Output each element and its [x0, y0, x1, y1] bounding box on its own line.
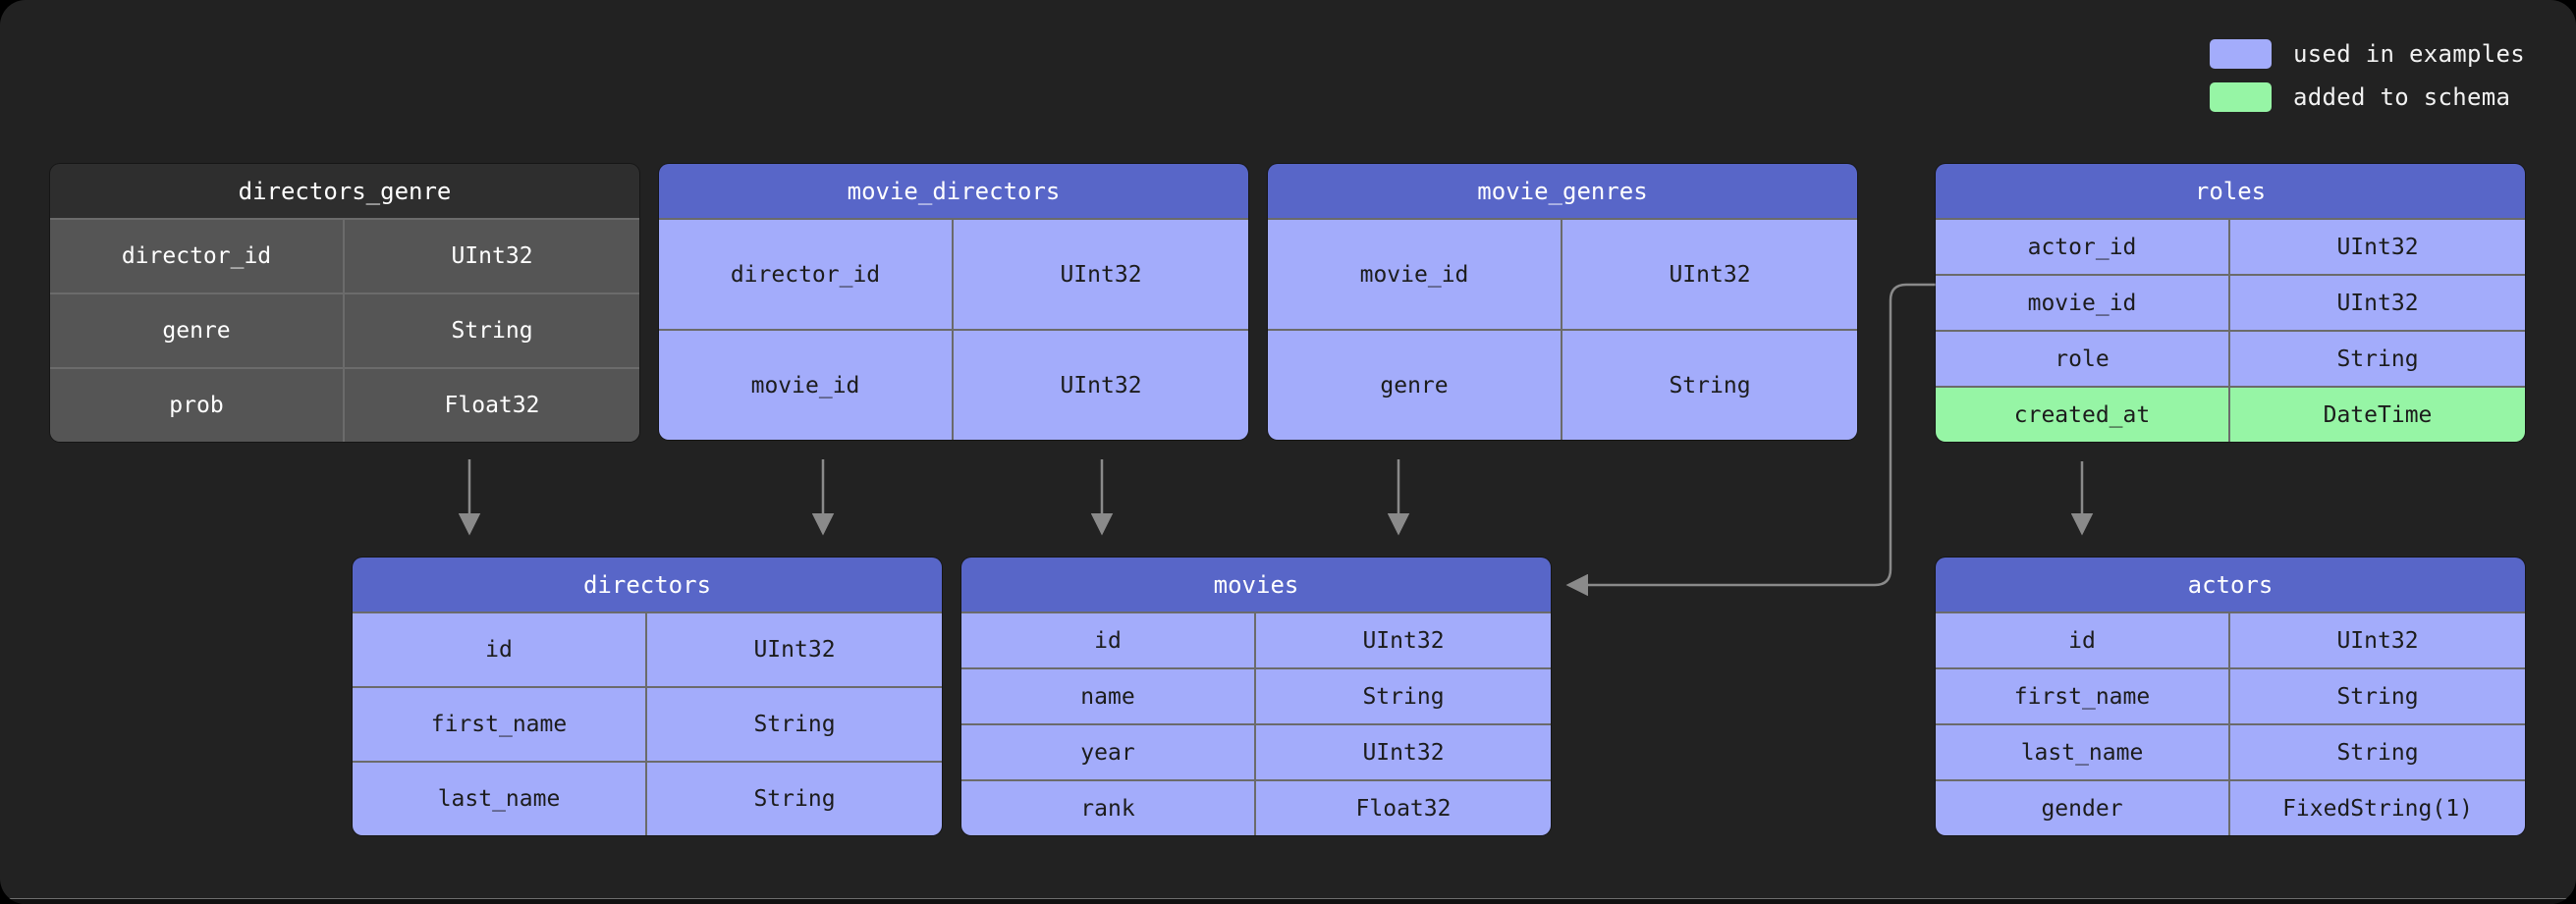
table-row[interactable]: last_name String — [353, 761, 942, 835]
table-row[interactable]: first_name String — [353, 686, 942, 761]
column-type-cell: String — [2336, 739, 2419, 766]
column-name-cell: director_id — [659, 220, 954, 329]
legend-item-added-to-schema: added to schema — [2210, 82, 2510, 112]
column-type-cell: UInt32 — [451, 243, 533, 269]
column-type-cell: String — [451, 318, 533, 344]
table-row[interactable]: genre String — [50, 292, 639, 367]
column-name-cell: movie_id — [1936, 276, 2230, 330]
table-row[interactable]: gender FixedString(1) — [1936, 779, 2525, 835]
column-type-cell: String — [753, 712, 836, 737]
table-row[interactable]: id UInt32 — [961, 612, 1551, 667]
column-type-cell: DateTime — [2323, 401, 2433, 428]
column-type-cell: UInt32 — [1060, 372, 1142, 399]
column-name-cell: year — [961, 725, 1256, 779]
column-name-cell: role — [1936, 332, 2230, 386]
column-name-cell: last_name — [1936, 725, 2230, 779]
column-type-cell: UInt32 — [1060, 261, 1142, 288]
column-type-cell: String — [1669, 372, 1751, 399]
table-row[interactable]: id UInt32 — [1936, 612, 2525, 667]
table-row[interactable]: actor_id UInt32 — [1936, 218, 2525, 274]
column-name-cell: last_name — [353, 763, 647, 835]
legend-label-used-in-examples: used in examples — [2293, 40, 2525, 68]
table-row[interactable]: director_id UInt32 — [50, 218, 639, 292]
column-name-cell: name — [961, 669, 1256, 723]
column-name-cell: first_name — [1936, 669, 2230, 723]
column-type-cell: UInt32 — [2336, 290, 2419, 316]
table-row[interactable]: created_at DateTime — [1936, 386, 2525, 442]
table-row[interactable]: role String — [1936, 330, 2525, 386]
table-header-movies: movies — [961, 558, 1551, 612]
table-row[interactable]: last_name String — [1936, 723, 2525, 779]
column-name-cell: rank — [961, 781, 1256, 835]
column-name-cell: id — [1936, 613, 2230, 667]
table-header-actors: actors — [1936, 558, 2525, 612]
column-name-cell: first_name — [353, 688, 647, 761]
column-name-cell: id — [961, 613, 1256, 667]
table-row[interactable]: movie_id UInt32 — [1268, 218, 1857, 329]
table-row[interactable]: first_name String — [1936, 667, 2525, 723]
column-type-cell: UInt32 — [753, 637, 836, 663]
table-row[interactable]: rank Float32 — [961, 779, 1551, 835]
column-type-cell: String — [2336, 683, 2419, 710]
table-row[interactable]: genre String — [1268, 329, 1857, 440]
legend-item-used-in-examples: used in examples — [2210, 39, 2525, 69]
column-name-cell: gender — [1936, 781, 2230, 835]
column-type-cell: UInt32 — [1669, 261, 1751, 288]
column-name-cell: id — [353, 613, 647, 686]
column-name-cell: created_at — [1936, 388, 2230, 442]
legend-swatch-blue — [2210, 39, 2272, 69]
column-type-cell: UInt32 — [1362, 627, 1445, 654]
column-name-cell: prob — [50, 369, 345, 442]
column-type-cell: String — [1362, 683, 1445, 710]
column-type-cell: String — [2336, 346, 2419, 372]
column-name-cell: movie_id — [1268, 220, 1562, 329]
table-header-movie_directors: movie_directors — [659, 164, 1248, 218]
table-header-movie_genres: movie_genres — [1268, 164, 1857, 218]
column-name-cell: genre — [50, 294, 345, 367]
column-type-cell: String — [753, 786, 836, 812]
column-name-cell: director_id — [50, 220, 345, 292]
clipped-content-sliver — [0, 898, 2576, 904]
table-row[interactable]: movie_id UInt32 — [1936, 274, 2525, 330]
column-type-cell: FixedString(1) — [2282, 795, 2473, 822]
column-name-cell: genre — [1268, 331, 1562, 440]
column-type-cell: UInt32 — [2336, 627, 2419, 654]
table-header-roles: roles — [1936, 164, 2525, 218]
column-type-cell: UInt32 — [1362, 739, 1445, 766]
legend: used in examples added to schema — [2210, 39, 2525, 112]
table-row[interactable]: prob Float32 — [50, 367, 639, 442]
table-row[interactable]: year UInt32 — [961, 723, 1551, 779]
legend-swatch-green — [2210, 82, 2272, 112]
table-header-directors_genre: directors_genre — [50, 164, 639, 218]
table-row[interactable]: director_id UInt32 — [659, 218, 1248, 329]
column-type-cell: UInt32 — [2336, 234, 2419, 260]
column-name-cell: actor_id — [1936, 220, 2230, 274]
table-header-directors: directors — [353, 558, 942, 612]
table-row[interactable]: id UInt32 — [353, 612, 942, 686]
table-row[interactable]: movie_id UInt32 — [659, 329, 1248, 440]
column-type-cell: Float32 — [444, 393, 540, 418]
table-row[interactable]: name String — [961, 667, 1551, 723]
legend-label-added-to-schema: added to schema — [2293, 83, 2511, 111]
column-type-cell: Float32 — [1355, 795, 1452, 822]
column-name-cell: movie_id — [659, 331, 954, 440]
